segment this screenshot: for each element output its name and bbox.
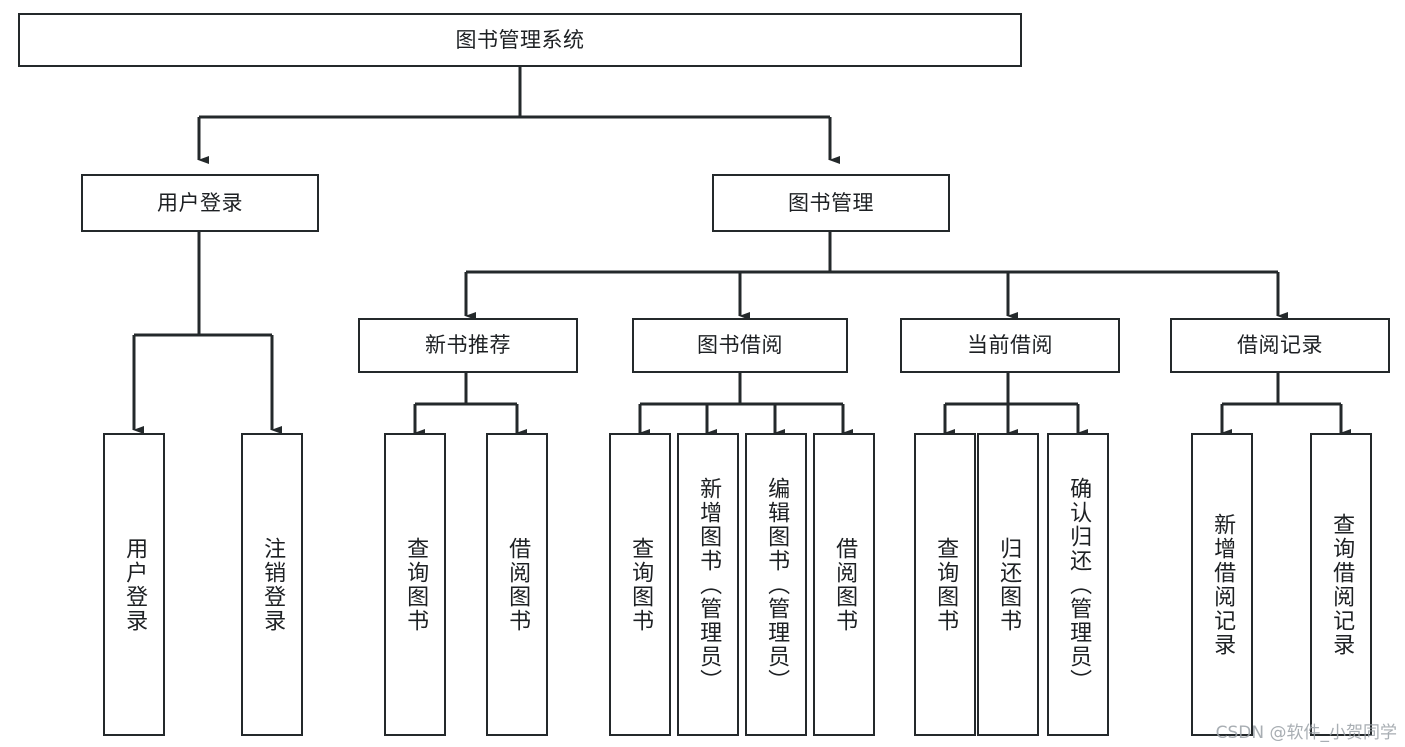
node-label: 编辑图书（管理员）: [764, 476, 790, 693]
leaf-edit-book-admin[interactable]: 编辑图书（管理员）: [745, 433, 807, 736]
node-label: 新书推荐: [425, 333, 511, 358]
leaf-borrow-book-recommend[interactable]: 借阅图书: [486, 433, 548, 736]
node-label: 借阅记录: [1237, 333, 1323, 358]
node-user-login[interactable]: 用户登录: [81, 174, 319, 232]
node-new-book-recommend[interactable]: 新书推荐: [358, 318, 578, 373]
leaf-logout-login[interactable]: 注销登录: [241, 433, 303, 736]
csdn-watermark: CSDN @软件_小贺同学: [1215, 723, 1397, 743]
leaf-query-borrow-record[interactable]: 查询借阅记录: [1310, 433, 1372, 736]
node-label: 查询图书: [933, 536, 959, 633]
node-book-management[interactable]: 图书管理: [712, 174, 950, 232]
leaf-add-borrow-record[interactable]: 新增借阅记录: [1191, 433, 1253, 736]
leaf-query-book-current[interactable]: 查询图书: [914, 433, 976, 736]
leaf-user-login[interactable]: 用户登录: [103, 433, 165, 736]
node-label: 当前借阅: [967, 333, 1053, 358]
node-label: 图书借阅: [697, 333, 783, 358]
leaf-query-book-borrow[interactable]: 查询图书: [609, 433, 671, 736]
node-label: 注销登录: [260, 536, 286, 633]
node-label: 确认归还（管理员）: [1066, 476, 1092, 693]
node-current-borrow[interactable]: 当前借阅: [900, 318, 1120, 373]
node-label: 借阅图书: [832, 536, 858, 633]
node-label: 用户登录: [122, 536, 148, 633]
leaf-add-book-admin[interactable]: 新增图书（管理员）: [677, 433, 739, 736]
node-label: 图书管理系统: [455, 27, 585, 52]
leaf-return-book[interactable]: 归还图书: [977, 433, 1039, 736]
leaf-confirm-return-admin[interactable]: 确认归还（管理员）: [1047, 433, 1109, 736]
node-borrow-record[interactable]: 借阅记录: [1170, 318, 1390, 373]
node-label: 查询图书: [403, 536, 429, 633]
node-label: 归还图书: [996, 536, 1022, 633]
node-label: 图书管理: [788, 190, 874, 215]
node-label: 查询借阅记录: [1329, 512, 1355, 657]
node-label: 查询图书: [628, 536, 654, 633]
node-label: 新增图书（管理员）: [696, 476, 722, 693]
node-label: 用户登录: [157, 190, 243, 215]
node-book-borrow[interactable]: 图书借阅: [632, 318, 848, 373]
node-root-book-management-system[interactable]: 图书管理系统: [18, 13, 1022, 67]
node-label: 新增借阅记录: [1210, 512, 1236, 657]
node-label: 借阅图书: [505, 536, 531, 633]
leaf-borrow-book[interactable]: 借阅图书: [813, 433, 875, 736]
leaf-query-book-recommend[interactable]: 查询图书: [384, 433, 446, 736]
